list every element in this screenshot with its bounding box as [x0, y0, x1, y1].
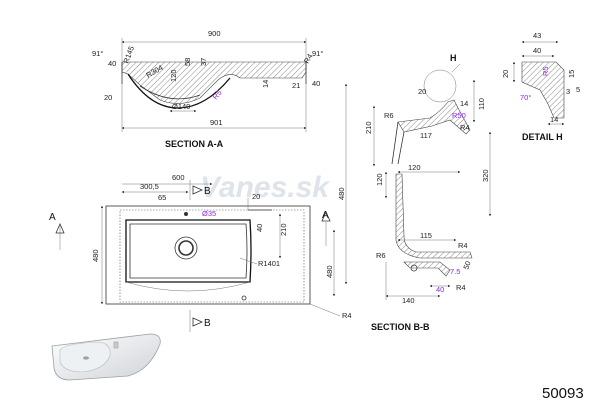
- dim-117: 117: [420, 131, 432, 140]
- dim-angle-right: 91°: [312, 49, 323, 58]
- dim-dia140: Ø140: [172, 102, 190, 111]
- dim-480-plan: 480: [91, 249, 100, 262]
- plan-view: 600 300,5 65 B Ø35 20 40 210 R1401 4: [49, 173, 352, 332]
- marker-a-left: A: [49, 212, 56, 223]
- dim-7-5: 7.5: [450, 267, 460, 276]
- section-aa-title: SECTION A-A: [165, 139, 224, 149]
- dim-dia35: Ø35: [202, 209, 216, 218]
- dim-3-h: 3: [566, 87, 570, 96]
- section-aa-view: 900 901 91° 91° 40 40 R145 R304 120 58 3…: [92, 29, 323, 149]
- dim-480-lower: 480: [325, 265, 334, 278]
- dim-r5-h: R5: [541, 66, 550, 76]
- dim-40-plan: 40: [255, 224, 264, 232]
- dim-angle-left: 91°: [92, 49, 103, 58]
- dim-43: 43: [533, 31, 541, 40]
- dim-300-5: 300,5: [140, 182, 159, 191]
- detail-h-view: 43 40 20 R5 15 5 3 70° 14 DETAIL H: [501, 31, 580, 142]
- dim-r4-aa: R4: [302, 52, 315, 65]
- dim-r50: R50: [452, 111, 466, 120]
- dim-r6-mid: R6: [376, 251, 386, 260]
- dim-210-bb: 210: [364, 121, 373, 134]
- dim-115: 115: [420, 231, 432, 240]
- marker-b-bottom: B: [204, 318, 211, 329]
- marker-a-right: A: [322, 210, 329, 221]
- dim-14-h: 14: [550, 115, 558, 124]
- dim-320: 320: [481, 169, 490, 182]
- dim-r4-low: R4: [456, 283, 466, 292]
- dim-14: 14: [261, 80, 270, 88]
- dim-20-plan: 20: [252, 192, 260, 201]
- dim-r4-plan: R4: [342, 311, 352, 320]
- watermark-text: Vanes.sk: [200, 171, 330, 204]
- section-bb-title: SECTION B-B: [371, 322, 430, 332]
- dim-120: 120: [169, 69, 178, 82]
- detail-h-title: DETAIL H: [522, 132, 563, 142]
- dim-r145: R145: [121, 45, 136, 65]
- dim-20-bb: 20: [418, 87, 426, 96]
- dim-r1401: R1401: [258, 259, 280, 268]
- dim-r5-aa: R5: [211, 88, 224, 101]
- dim-15-h: 15: [567, 70, 576, 78]
- dim-40-left: 40: [108, 59, 116, 68]
- marker-b-top: B: [204, 186, 211, 197]
- product-code: 50093: [542, 385, 584, 402]
- dim-110: 110: [477, 98, 486, 110]
- dim-40-bb: 40: [436, 285, 444, 294]
- dim-140-bb: 140: [402, 296, 415, 305]
- dim-r6-top: R6: [384, 111, 394, 120]
- dim-600: 600: [172, 173, 185, 182]
- dim-20-aa: 20: [104, 93, 112, 102]
- dim-37: 37: [199, 58, 208, 66]
- dim-r4-top: R4: [460, 123, 470, 132]
- dim-900: 900: [208, 29, 221, 38]
- dim-901: 901: [210, 118, 223, 127]
- dim-r4-mid: R4: [458, 241, 468, 250]
- dim-120-side: 120: [375, 173, 384, 186]
- dim-480-bb: 480: [337, 187, 346, 200]
- dim-14-bb: 14: [460, 99, 468, 108]
- dim-21: 21: [292, 81, 300, 90]
- dim-20-h: 20: [501, 70, 510, 78]
- dim-40-h: 40: [533, 46, 541, 55]
- dim-70-h: 70°: [520, 93, 531, 102]
- section-bb-h-label: H: [450, 53, 457, 63]
- section-bb-view: H R6 20 14 R50 117 R4 110 210 480 320 12…: [325, 53, 492, 332]
- dim-58: 58: [183, 58, 192, 66]
- dim-210-plan: 210: [279, 223, 288, 236]
- dim-65: 65: [158, 193, 166, 202]
- dim-50: 50: [461, 260, 472, 271]
- dim-40-right: 40: [312, 79, 320, 88]
- dim-120-top: 120: [408, 163, 421, 172]
- basin-render-image: [51, 333, 161, 381]
- dim-5-h: 5: [576, 85, 580, 94]
